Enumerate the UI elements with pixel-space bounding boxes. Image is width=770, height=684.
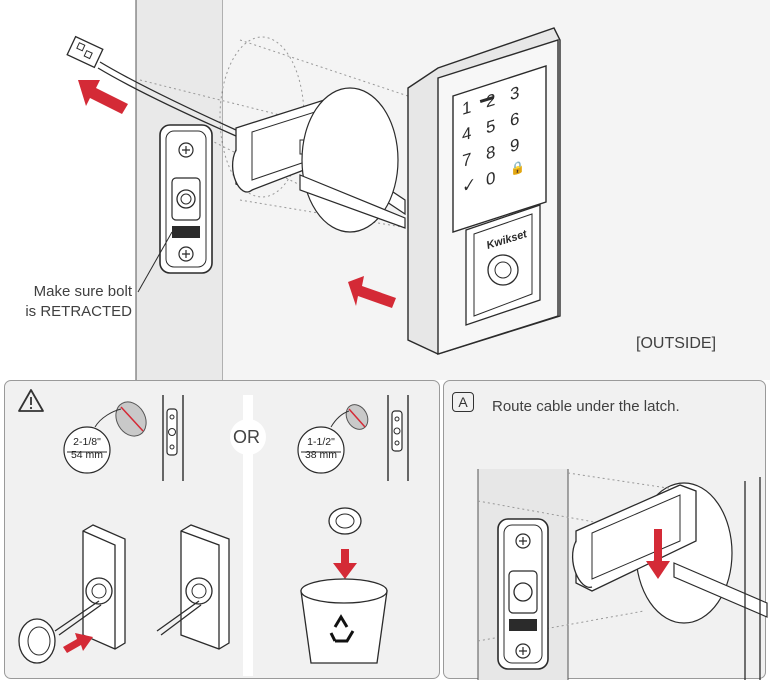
arrow-icon — [348, 276, 396, 308]
bolt-note-line-1: Make sure bolt — [33, 283, 132, 300]
panel-right-drawing — [477, 469, 768, 680]
discard-adapter-step — [300, 507, 388, 664]
adapter-installed-step — [156, 524, 230, 650]
keypad-digits: 1 2 3 4 5 6 7 8 9 ✓ 0 🔒 — [462, 76, 542, 220]
keypad-exterior — [407, 27, 561, 355]
bolt-note-line-2: is RETRACTED — [25, 303, 132, 320]
step-letter: A — [458, 394, 468, 410]
main-illustration-drawing — [66, 0, 770, 380]
or-label: OR — [233, 427, 260, 447]
size-small-mm: 38 mm — [304, 449, 338, 461]
arrow-icon — [78, 80, 128, 114]
main-illustration: 1 2 3 4 5 6 7 8 9 ✓ 0 🔒 Kwikset Make sur… — [12, 0, 770, 380]
size-large-label: 2-1/8" 54 mm — [65, 436, 109, 462]
recycle-icon — [329, 614, 355, 643]
side-label: [OUTSIDE] — [636, 335, 717, 352]
warning-icon — [18, 389, 44, 412]
panel-right: A Route cable under the latch. — [443, 380, 768, 680]
adapter-install-step — [18, 524, 126, 664]
latch-body — [571, 484, 768, 618]
size-large-inches: 2-1/8" — [73, 436, 101, 448]
cable-connector — [66, 35, 237, 137]
bolt-note: Make sure bolt is RETRACTED — [12, 282, 132, 322]
latch-faceplate — [159, 124, 213, 274]
step-badge: A — [452, 392, 474, 412]
latch-faceplate — [497, 518, 549, 670]
keypad-key-lock: 🔒 — [510, 158, 525, 178]
size-small-label: 1-1/2" 38 mm — [299, 436, 343, 462]
keypad-key-0: 0 — [486, 167, 496, 190]
size-large-mm: 54 mm — [70, 449, 104, 461]
arrow-icon — [333, 549, 357, 579]
faceplate-small — [330, 404, 369, 430]
step-instruction: Route cable under the latch. — [492, 398, 680, 415]
faceplate-large — [94, 401, 147, 437]
arrow-icon — [646, 529, 670, 579]
panel-left-drawing — [18, 389, 409, 676]
panel-left: 2-1/8" 54 mm OR 1-1/2" 38 mm — [4, 380, 440, 679]
size-small-inches: 1-1/2" — [307, 436, 335, 448]
arrow-icon — [63, 633, 93, 653]
keypad-key-check: ✓ — [462, 173, 477, 197]
